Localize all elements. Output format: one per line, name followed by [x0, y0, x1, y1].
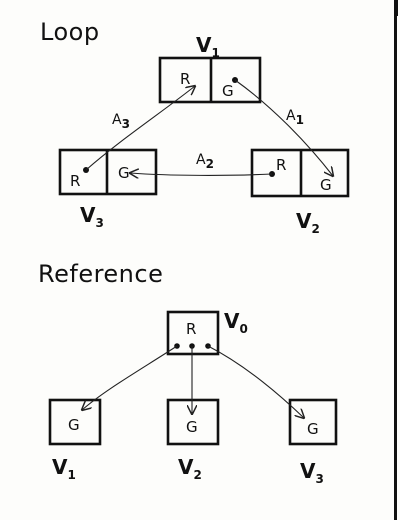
loop-edge-a1: A1: [232, 77, 333, 176]
loop-title: Loop: [40, 18, 100, 46]
a2-arrow: [130, 173, 273, 175]
page-edge-mark: [395, 0, 398, 16]
ref-v1-cell: G: [68, 416, 80, 434]
v3-left-cell: R: [70, 172, 80, 190]
v1-label: V1: [196, 33, 220, 60]
loop-edge-a2: A2: [130, 152, 275, 177]
loop-edge-a3: A3: [83, 86, 195, 173]
v1-left-cell: R: [180, 70, 190, 88]
v1-right-cell: G: [222, 82, 234, 100]
ref-node-v1: G V1: [48, 398, 102, 482]
ref-v1-box: [48, 398, 102, 446]
v2-right-cell: G: [320, 176, 332, 194]
reference-title: Reference: [38, 260, 163, 288]
ref-v3-cell: G: [307, 420, 319, 438]
loop-node-v1: R G V1: [158, 33, 262, 104]
ref-arrow-v3: [207, 345, 304, 418]
ref-v2-cell: G: [186, 418, 198, 436]
loop-node-v3: R G V3: [58, 148, 158, 230]
ref-v2-box: [166, 398, 220, 446]
ref-node-v3: G V3: [288, 398, 338, 486]
v0-cell: R: [186, 320, 196, 338]
loop-node-v2: R G V2: [250, 148, 350, 236]
v2-left-cell: R: [276, 156, 286, 174]
a3-label: A3: [112, 112, 130, 131]
v0-label: V0: [224, 309, 248, 336]
a2-label: A2: [196, 152, 214, 171]
page-edge-line: [394, 0, 397, 520]
v0-box: [166, 310, 220, 356]
a3-arrow: [85, 86, 195, 171]
ref-v3-label: V3: [300, 459, 324, 486]
v3-label: V3: [80, 203, 104, 230]
ref-node-v0: R V0: [166, 309, 248, 356]
a1-label: A1: [286, 108, 304, 127]
v3-right-cell: G: [118, 164, 130, 182]
a1-arrow: [234, 79, 333, 176]
ref-v3-box: [288, 398, 338, 446]
ref-arrow-v1: [82, 345, 178, 410]
ref-node-v2: G V2: [166, 398, 220, 482]
ref-v2-label: V2: [178, 455, 202, 482]
ref-v1-label: V1: [52, 455, 76, 482]
v2-label: V2: [296, 209, 320, 236]
